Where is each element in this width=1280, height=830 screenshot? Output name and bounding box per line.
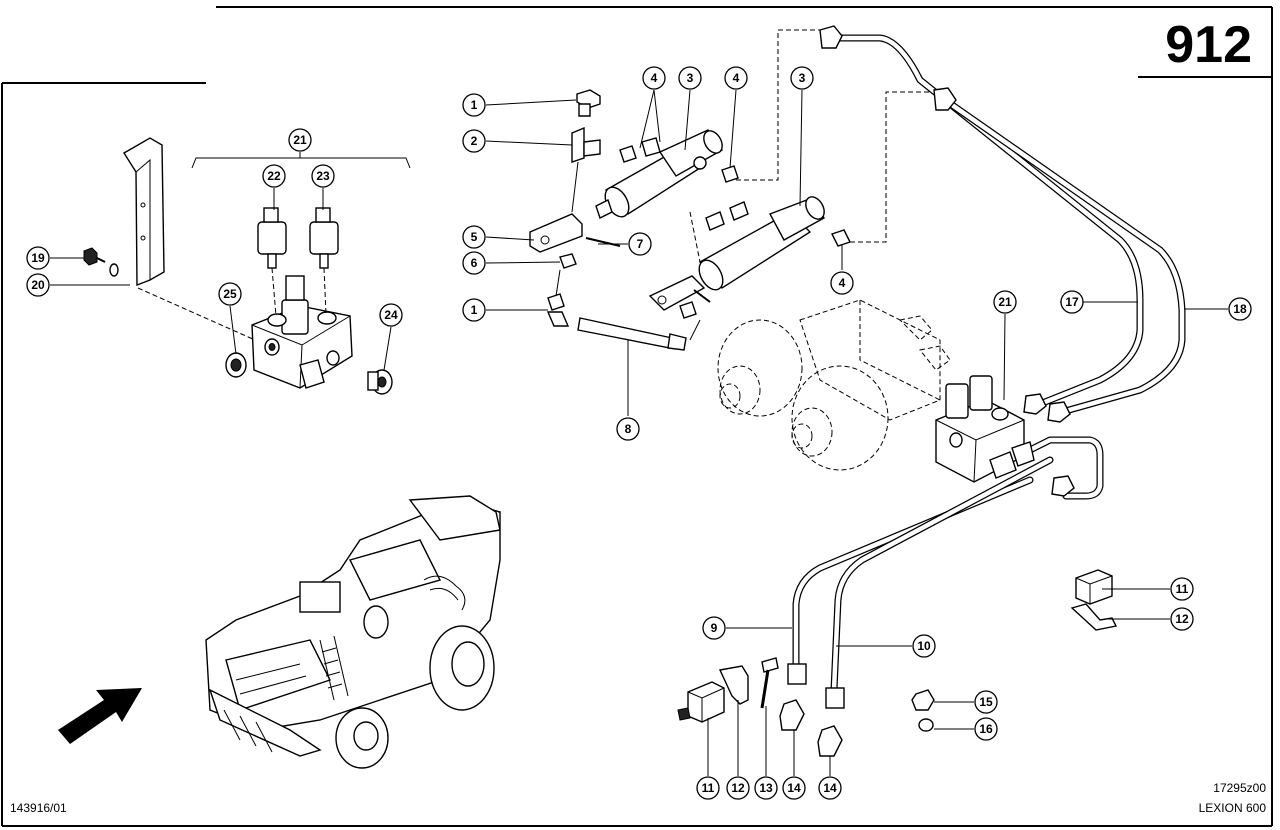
callout-21-right: 21 <box>993 290 1017 314</box>
callout-5: 5 <box>462 225 486 249</box>
drawing-number: 17295z00 <box>1213 781 1266 795</box>
callout-14-a: 14 <box>782 776 806 800</box>
svg-text:7: 7 <box>637 237 644 251</box>
callout-23: 23 <box>311 164 335 188</box>
svg-text:17: 17 <box>1065 295 1079 309</box>
callout-20: 20 <box>26 273 50 297</box>
svg-text:21: 21 <box>293 133 307 147</box>
drawing-frame <box>1 6 1273 827</box>
callout-1-top: 1 <box>462 93 486 117</box>
svg-text:3: 3 <box>799 71 806 85</box>
callout-2: 2 <box>462 129 486 153</box>
svg-text:3: 3 <box>687 71 694 85</box>
callout-3-b: 3 <box>790 66 814 90</box>
callout-11-bottom: 11 <box>696 776 720 800</box>
combine-harvester-illustration <box>58 495 501 769</box>
small-parts <box>677 569 1118 732</box>
svg-text:4: 4 <box>651 71 658 85</box>
brake-housings <box>717 299 951 471</box>
svg-text:19: 19 <box>31 251 45 265</box>
valve-block-installed <box>935 375 1035 483</box>
svg-text:20: 20 <box>31 278 45 292</box>
svg-text:6: 6 <box>471 256 478 270</box>
svg-text:15: 15 <box>979 695 993 709</box>
callout-13: 13 <box>754 776 778 800</box>
svg-text:1: 1 <box>471 98 478 112</box>
svg-text:21: 21 <box>998 295 1012 309</box>
callout-4-c: 4 <box>830 271 854 295</box>
callout-24: 24 <box>379 303 403 327</box>
svg-text:25: 25 <box>223 287 237 301</box>
callout-21-left: 21 <box>288 128 312 152</box>
callout-17: 17 <box>1060 290 1084 314</box>
callout-12-right: 12 <box>1170 607 1194 631</box>
callout-22: 22 <box>262 164 286 188</box>
svg-text:4: 4 <box>839 276 846 290</box>
callout-15: 15 <box>974 690 998 714</box>
callout-7: 7 <box>628 232 652 256</box>
callout-14-b: 14 <box>818 776 842 800</box>
svg-text:14: 14 <box>823 781 837 795</box>
callout-6: 6 <box>462 251 486 275</box>
svg-text:12: 12 <box>731 781 745 795</box>
callout-10: 10 <box>912 634 936 658</box>
valve-block-detail <box>83 137 411 395</box>
hydraulic-pipes <box>779 25 1186 757</box>
page-number: 912 <box>1165 16 1252 74</box>
svg-text:2: 2 <box>471 134 478 148</box>
callout-16: 16 <box>974 717 998 741</box>
pointer-arrow-icon <box>58 688 142 744</box>
callout-8: 8 <box>616 417 640 441</box>
svg-text:5: 5 <box>471 230 478 244</box>
callout-9: 9 <box>702 616 726 640</box>
model-name: LEXION 600 <box>1199 801 1267 815</box>
svg-text:13: 13 <box>759 781 773 795</box>
callout-4-b: 4 <box>724 66 748 90</box>
svg-text:12: 12 <box>1175 612 1189 626</box>
svg-text:11: 11 <box>1176 582 1189 596</box>
callout-25: 25 <box>218 282 242 306</box>
svg-text:8: 8 <box>625 422 632 436</box>
callout-1-bottom: 1 <box>462 298 486 322</box>
svg-text:1: 1 <box>471 303 478 317</box>
svg-text:10: 10 <box>917 639 931 653</box>
callout-3-a: 3 <box>678 66 702 90</box>
svg-text:22: 22 <box>267 169 281 183</box>
svg-text:9: 9 <box>711 621 718 635</box>
svg-text:23: 23 <box>316 169 330 183</box>
callout-18: 18 <box>1228 297 1252 321</box>
document-number: 143916/01 <box>10 801 67 815</box>
svg-text:18: 18 <box>1233 302 1247 316</box>
brake-cylinders <box>529 29 940 351</box>
svg-text:4: 4 <box>733 71 740 85</box>
svg-text:11: 11 <box>702 781 715 795</box>
svg-text:14: 14 <box>787 781 801 795</box>
leader-lines <box>50 89 1228 776</box>
callout-11-right: 11 <box>1170 577 1194 601</box>
callout-4-a: 4 <box>642 66 666 90</box>
callout-19: 19 <box>26 246 50 270</box>
svg-text:24: 24 <box>384 308 398 322</box>
callout-12-bottom: 12 <box>726 776 750 800</box>
svg-text:16: 16 <box>979 722 993 736</box>
